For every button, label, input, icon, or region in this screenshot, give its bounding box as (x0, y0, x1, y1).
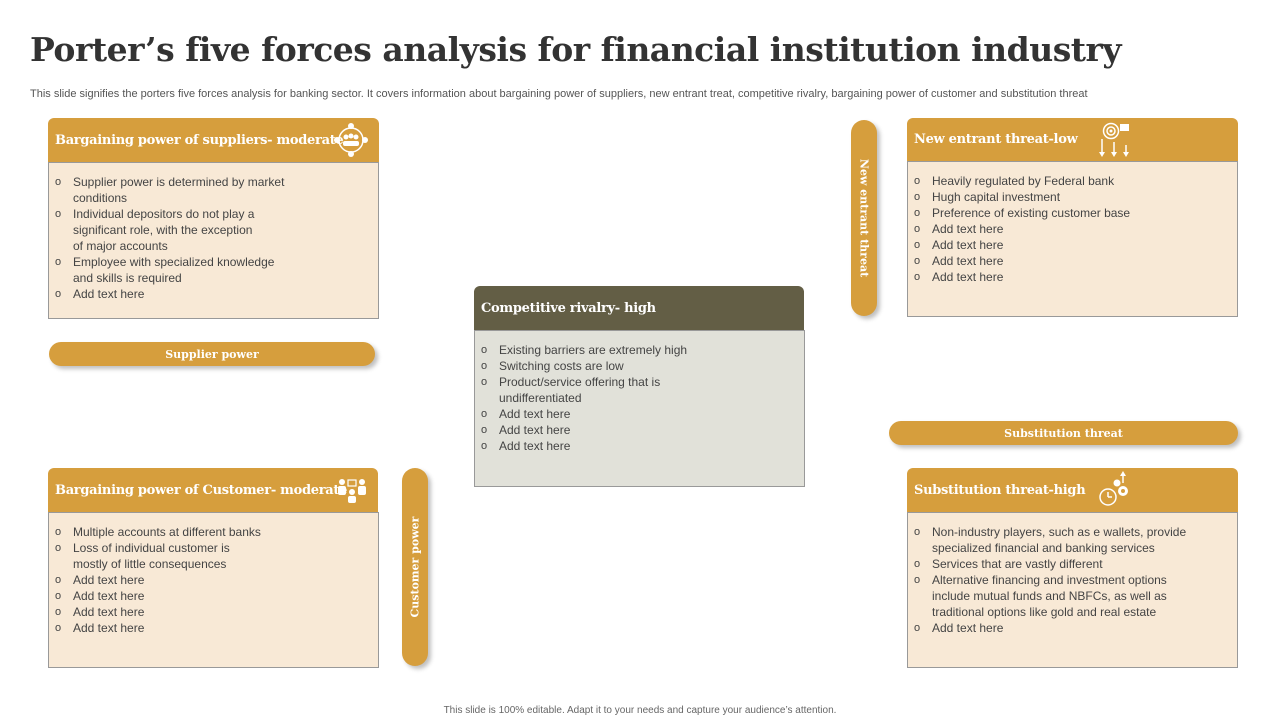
list-item-line: specialized financial and banking servic… (932, 541, 1155, 555)
list-item: Switching costs are low (480, 358, 796, 374)
substitution-threat-pill: Substitution threat (889, 421, 1238, 445)
rivalry-title: Competitive rivalry- high (481, 300, 656, 316)
list-item-line: conditions (73, 191, 128, 205)
list-item: Multiple accounts at different banks (54, 524, 370, 540)
list-item: Individual depositors do not play a signi… (54, 206, 370, 254)
people-meeting-icon (338, 479, 366, 503)
customers-list: Multiple accounts at different banksLoss… (54, 524, 370, 636)
suppliers-header: Bargaining power of suppliers- moderate (48, 118, 379, 162)
list-item-line: Loss of individual customer is (73, 541, 230, 555)
list-item-line: Add text here (499, 407, 571, 421)
substitution-title: Substitution threat-high (914, 482, 1086, 498)
list-item-line: Alternative financing and investment opt… (932, 573, 1167, 587)
list-item-line: Add text here (73, 287, 145, 301)
list-item-line: significant role, with the exception (73, 223, 253, 237)
list-item-line: Add text here (932, 238, 1004, 252)
rivalry-list: Existing barriers are extremely highSwit… (480, 342, 796, 454)
list-item: Preference of existing customer base (913, 205, 1229, 221)
list-item-line: undifferentiated (499, 391, 582, 405)
list-item: Add text here (54, 604, 370, 620)
customer-power-pill: Customer power (402, 468, 428, 666)
list-item: Add text here (54, 620, 370, 636)
new-entrant-title: New entrant threat-low (914, 132, 1078, 147)
list-item: Supplier power is determined by market co… (54, 174, 370, 206)
list-item: Add text here (54, 286, 370, 302)
list-item: Non-industry players, such as e wallets,… (913, 524, 1229, 556)
new-entrant-body: Heavily regulated by Federal bankHugh ca… (907, 161, 1238, 317)
list-item-line: Services that are vastly different (932, 557, 1103, 571)
list-item: Add text here (480, 406, 796, 422)
list-item: Add text here (913, 237, 1229, 253)
slide-title: Porter’s five forces analysis for financ… (30, 30, 1122, 69)
new-entrant-list: Heavily regulated by Federal bankHugh ca… (913, 173, 1229, 285)
list-item: Services that are vastly different (913, 556, 1229, 572)
list-item: Add text here (913, 221, 1229, 237)
list-item-line: mostly of little consequences (73, 557, 227, 571)
slide-footer: This slide is 100% editable. Adapt it to… (443, 705, 837, 716)
clock-gears-icon (1099, 471, 1128, 506)
customers-title: Bargaining power of Customer- moderate (55, 482, 348, 498)
list-item: Heavily regulated by Federal bank (913, 173, 1229, 189)
list-item-line: traditional options like gold and real e… (932, 605, 1157, 619)
substitution-list: Non-industry players, such as e wallets,… (913, 524, 1229, 636)
substitution-header: Substitution threat-high (907, 468, 1238, 512)
list-item-line: Add text here (73, 605, 145, 619)
list-item: Existing barriers are extremely high (480, 342, 796, 358)
list-item: Add text here (913, 620, 1229, 636)
rivalry-header: Competitive rivalry- high (474, 286, 804, 330)
suppliers-list: Supplier power is determined by market co… (54, 174, 370, 302)
list-item-line: Non-industry players, such as e wallets,… (932, 525, 1187, 539)
list-item: Add text here (480, 422, 796, 438)
list-item-line: Add text here (499, 439, 571, 453)
list-item-line: Add text here (932, 222, 1004, 236)
list-item-line: Supplier power is determined by market (73, 175, 285, 189)
list-item-line: Hugh capital investment (932, 190, 1061, 204)
list-item-line: Employee with specialized knowledge (73, 255, 275, 269)
list-item: Employee with specialized knowledge and s… (54, 254, 370, 286)
list-item-line: Add text here (932, 270, 1004, 284)
list-item: Loss of individual customer is mostly of … (54, 540, 370, 572)
list-item-line: Preference of existing customer base (932, 206, 1131, 220)
list-item-line: Add text here (932, 621, 1004, 635)
target-arrows-icon (1099, 122, 1129, 157)
customer-power-label: Customer power (408, 516, 422, 618)
suppliers-body: Supplier power is determined by market co… (48, 162, 379, 319)
rivalry-body: Existing barriers are extremely highSwit… (474, 330, 805, 487)
substitution-threat-label: Substitution threat (1004, 426, 1123, 440)
list-item: Product/service offering that is undiffer… (480, 374, 796, 406)
list-item-line: Product/service offering that is (499, 375, 661, 389)
list-item: Add text here (913, 269, 1229, 285)
list-item: Alternative financing and investment opt… (913, 572, 1229, 620)
list-item-line: Multiple accounts at different banks (73, 525, 261, 539)
list-item: Add text here (54, 572, 370, 588)
list-item-line: Add text here (73, 573, 145, 587)
list-item-line: Add text here (499, 423, 571, 437)
list-item-line: Heavily regulated by Federal bank (932, 174, 1115, 188)
team-network-icon (334, 123, 368, 157)
list-item-line: of major accounts (73, 239, 168, 253)
supplier-power-label: Supplier power (165, 347, 259, 361)
customers-body: Multiple accounts at different banksLoss… (48, 512, 379, 668)
slide-subtitle: This slide signifies the porters five fo… (30, 88, 1088, 100)
list-item: Add text here (54, 588, 370, 604)
list-item-line: include mutual funds and NBFCs, as well … (932, 589, 1167, 603)
list-item-line: Add text here (932, 254, 1004, 268)
list-item: Add text here (913, 253, 1229, 269)
list-item-line: Add text here (73, 621, 145, 635)
new-entrant-threat-label: New entrant threat (857, 158, 871, 278)
list-item-line: Individual depositors do not play a (73, 207, 255, 221)
list-item-line: Switching costs are low (499, 359, 624, 373)
list-item-line: and skills is required (73, 271, 182, 285)
list-item: Add text here (480, 438, 796, 454)
supplier-power-pill: Supplier power (49, 342, 375, 366)
list-item: Hugh capital investment (913, 189, 1229, 205)
new-entrant-threat-pill: New entrant threat (851, 120, 877, 316)
suppliers-title: Bargaining power of suppliers- moderate (55, 132, 344, 148)
substitution-body: Non-industry players, such as e wallets,… (907, 512, 1238, 668)
new-entrant-header: New entrant threat-low (907, 118, 1238, 161)
customers-header: Bargaining power of Customer- moderate (48, 468, 378, 512)
list-item-line: Existing barriers are extremely high (499, 343, 688, 357)
list-item-line: Add text here (73, 589, 145, 603)
